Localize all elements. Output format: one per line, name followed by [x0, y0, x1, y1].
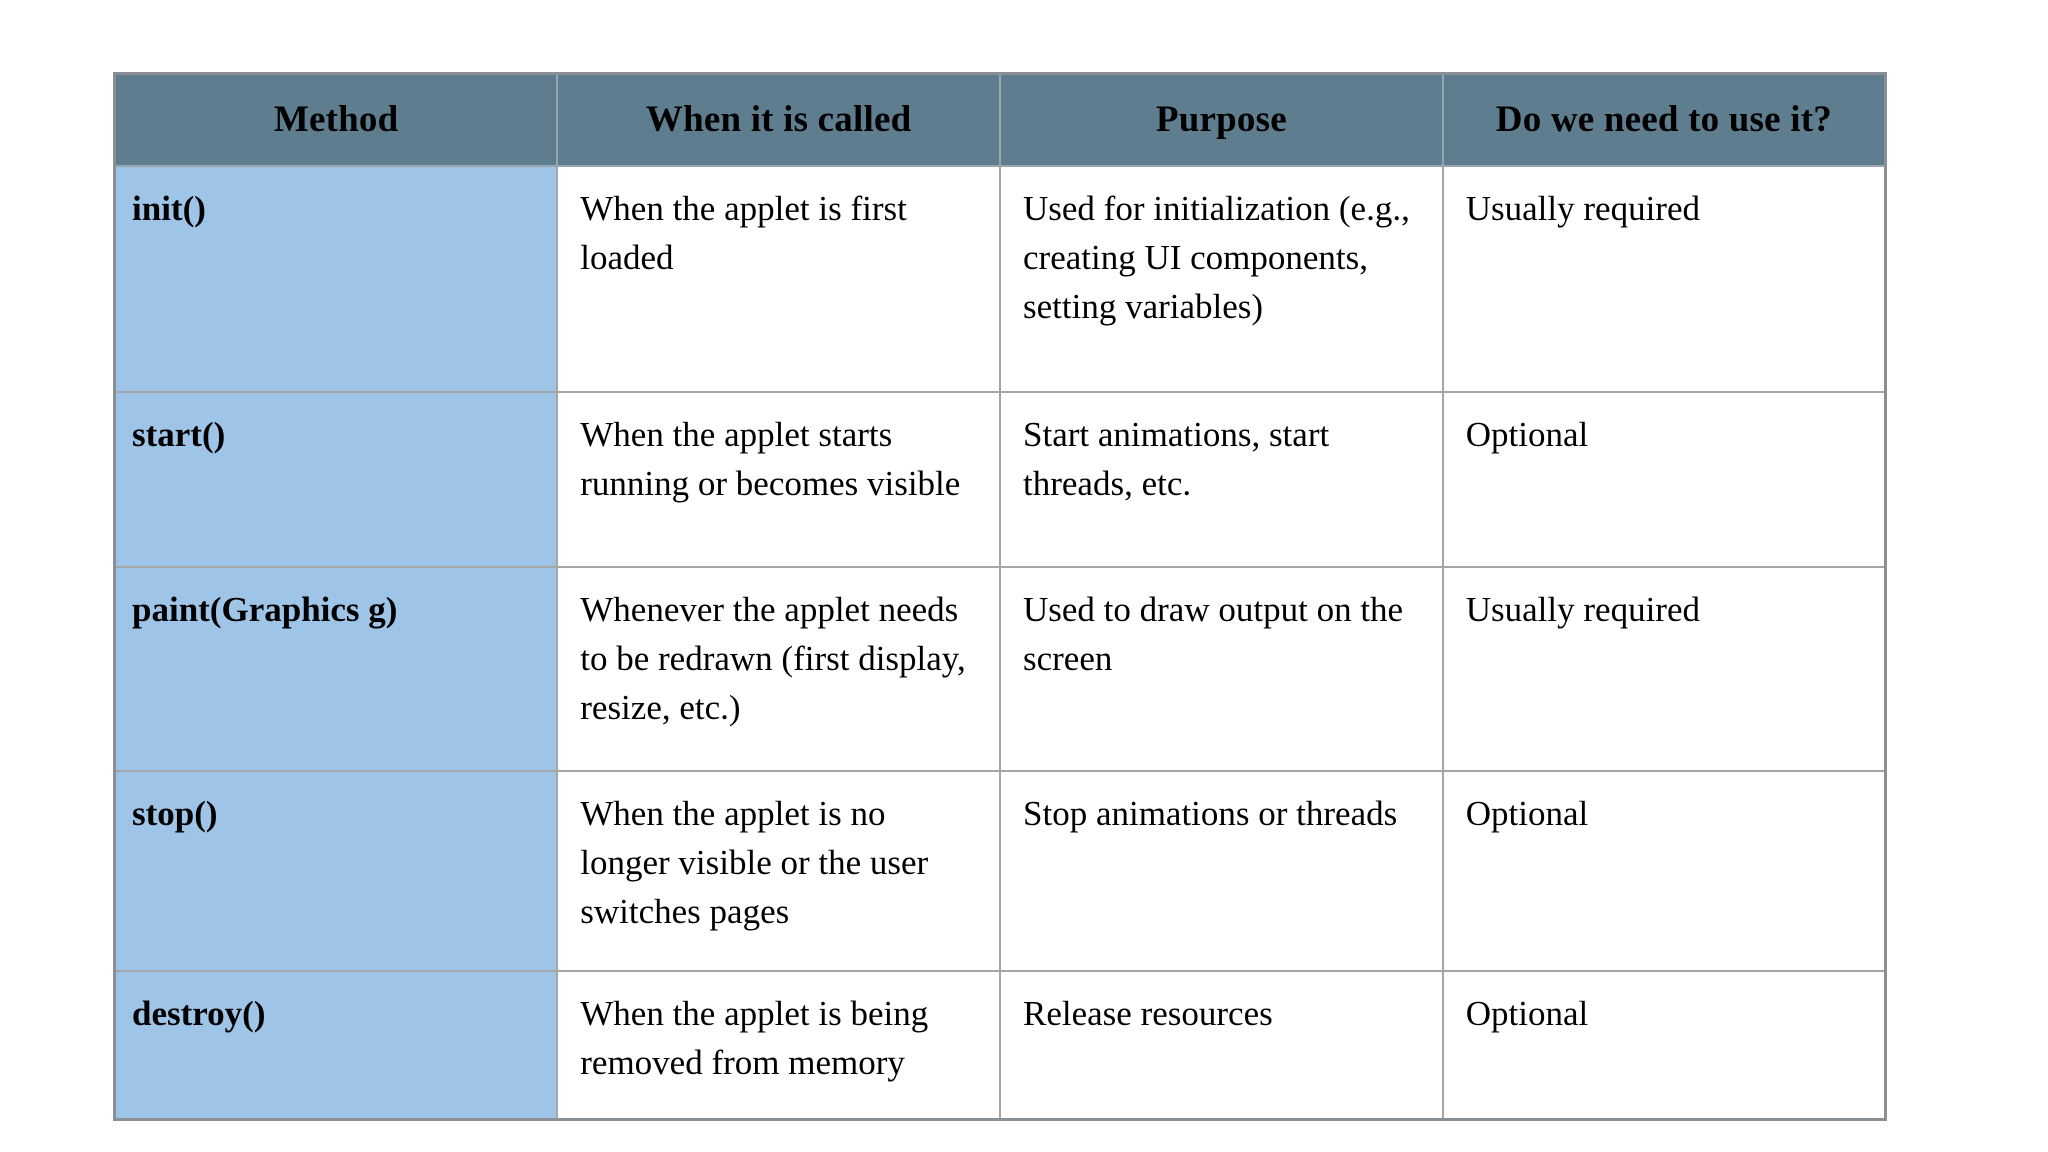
when-cell: When the applet is being removed from me…	[556, 969, 1001, 1121]
header-cell-needed: Do we need to use it?	[1441, 72, 1887, 167]
needed-cell: Optional	[1441, 969, 1887, 1121]
method-cell: init()	[113, 164, 559, 393]
header-cell-purpose: Purpose	[999, 72, 1444, 167]
purpose-cell: Used for initialization (e.g., creating …	[999, 164, 1444, 393]
table-row-start: start() When the applet starts running o…	[113, 390, 1887, 568]
when-cell: When the applet starts running or become…	[556, 390, 1001, 568]
needed-cell: Usually required	[1441, 164, 1887, 393]
when-cell: Whenever the applet needs to be redrawn …	[556, 565, 1001, 772]
header-row: Method When it is called Purpose Do we n…	[113, 72, 1887, 167]
table-row-init: init() When the applet is first loaded U…	[113, 164, 1887, 393]
when-cell: When the applet is no longer visible or …	[556, 769, 1001, 972]
table-row-paint: paint(Graphics g) Whenever the applet ne…	[113, 565, 1887, 772]
when-cell: When the applet is first loaded	[556, 164, 1001, 393]
needed-cell: Optional	[1441, 769, 1887, 972]
applet-methods-table: Method When it is called Purpose Do we n…	[113, 72, 1887, 1121]
table-row-destroy: destroy() When the applet is being remov…	[113, 969, 1887, 1121]
purpose-cell: Stop animations or threads	[999, 769, 1444, 972]
method-cell: paint(Graphics g)	[113, 565, 559, 772]
needed-cell: Usually required	[1441, 565, 1887, 772]
method-cell: stop()	[113, 769, 559, 972]
method-cell: destroy()	[113, 969, 559, 1121]
needed-cell: Optional	[1441, 390, 1887, 568]
purpose-cell: Used to draw output on the screen	[999, 565, 1444, 772]
header-cell-when: When it is called	[556, 72, 1001, 167]
table-row-stop: stop() When the applet is no longer visi…	[113, 769, 1887, 972]
purpose-cell: Release resources	[999, 969, 1444, 1121]
purpose-cell: Start animations, start threads, etc.	[999, 390, 1444, 568]
header-cell-method: Method	[113, 72, 559, 167]
method-cell: start()	[113, 390, 559, 568]
